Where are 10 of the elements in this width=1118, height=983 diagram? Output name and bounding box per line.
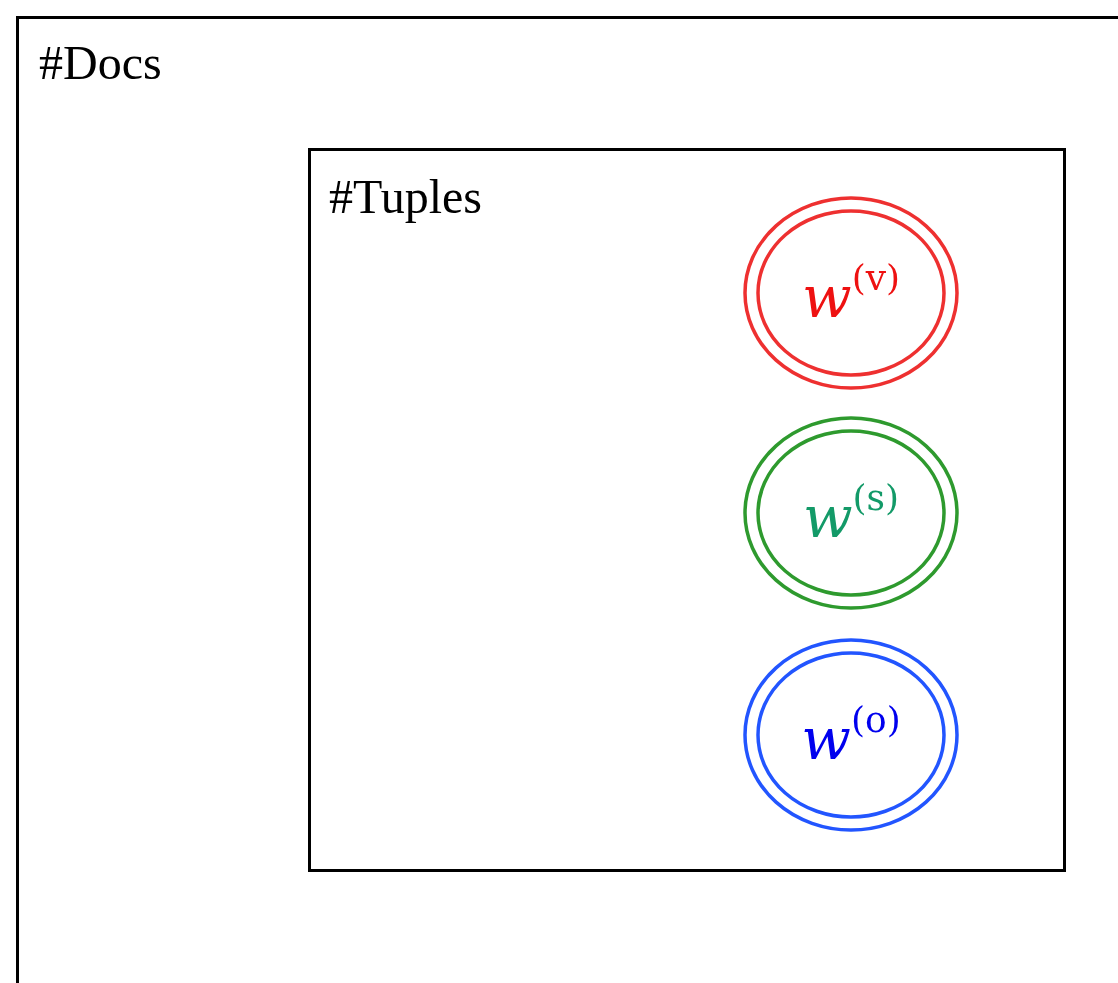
variable-node bbox=[743, 638, 959, 832]
plate-box bbox=[308, 148, 1066, 872]
variable-label: w$^{(o)}$ bbox=[800, 702, 902, 768]
variable-label: w$^{(v)}$ bbox=[801, 260, 901, 326]
variable-label: w$^{(s)}$ bbox=[801, 480, 901, 546]
variable-node bbox=[743, 416, 959, 610]
variable-node bbox=[743, 196, 959, 390]
plate-label: #Tuples bbox=[329, 173, 482, 221]
plate-box bbox=[16, 16, 1118, 983]
plate-label: #Docs bbox=[39, 39, 162, 87]
